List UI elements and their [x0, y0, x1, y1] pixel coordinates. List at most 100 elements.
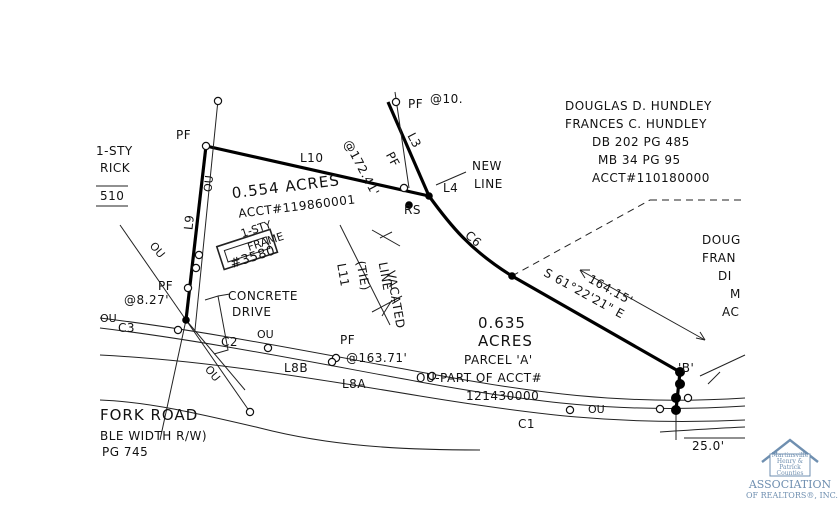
dist-172: @172.41' — [341, 137, 382, 198]
right-partial-3: DI — [718, 269, 732, 283]
open-survey-point — [427, 371, 437, 381]
pf-label-5: PF — [340, 333, 355, 347]
logo-line-6: OF REALTORS®, INC. — [746, 491, 838, 500]
dist-8: @8.27' — [124, 293, 169, 307]
concrete-drive-outline — [204, 293, 231, 355]
open-survey-point — [327, 357, 337, 367]
left-house-number: 510 — [100, 189, 124, 203]
parcel-right-name: PARCEL 'A' — [464, 353, 533, 367]
open-survey-point — [683, 393, 693, 403]
dimension-arrow — [579, 269, 706, 341]
drive-label: CONCRETE DRIVE — [228, 289, 298, 319]
label-rs: RS — [404, 203, 421, 217]
road-pg: PG 745 — [102, 445, 148, 459]
label-l8a: L8A — [342, 377, 366, 391]
iron-pin-point — [425, 192, 433, 200]
label-b: 'B' — [678, 361, 694, 375]
parcel-left-label: 0.554 ACRES ACCT#119860001 — [231, 171, 356, 220]
right-partial-4: M — [730, 287, 741, 301]
vacated-line — [339, 224, 403, 326]
open-survey-point — [173, 325, 183, 335]
label-l8b: L8B — [284, 361, 308, 375]
bearing-label: 164.15' S 61°22'21" E — [541, 266, 635, 322]
owner-line-4: MB 34 PG 95 — [598, 153, 681, 167]
open-survey-point — [655, 404, 665, 414]
label-vacated-1: LINE — [376, 261, 395, 292]
open-survey-point — [191, 263, 201, 273]
open-survey-point — [213, 96, 223, 106]
drive-line-1: CONCRETE — [228, 289, 298, 303]
label-c6: C6 — [462, 228, 484, 250]
road-name: FORK ROAD — [100, 406, 198, 424]
label-tie: (TIE) — [353, 260, 372, 292]
owner-line-3: DB 202 PG 485 — [592, 135, 690, 149]
road-width: BLE WIDTH R/W) — [100, 429, 207, 443]
parcel-right-acct: 121430000 — [466, 389, 539, 403]
open-survey-point — [263, 343, 273, 353]
dist-top: @10. — [430, 92, 463, 106]
label-l3: L3 — [404, 130, 424, 150]
pf-label-3: PF — [383, 149, 402, 169]
new-line-leader — [435, 171, 467, 186]
right-partial-5: AC — [722, 305, 739, 319]
open-survey-point — [565, 405, 575, 415]
ou-label-6: OU — [202, 363, 223, 384]
logo-line-5: ASSOCIATION — [748, 478, 832, 491]
left-house-stories: 1-STY — [96, 144, 133, 158]
open-survey-point — [183, 283, 193, 293]
owner-line-5: ACCT#110180000 — [592, 171, 710, 185]
open-survey-point — [201, 141, 211, 151]
road-label: FORK ROAD BLE WIDTH R/W) PG 745 — [100, 406, 207, 459]
parcel-boundary — [184, 101, 682, 411]
ou-label-5: OU — [588, 403, 605, 416]
realtors-association-logo: Martinsville Henry & Patrick Counties AS… — [746, 438, 838, 500]
logo-line-4: Counties — [777, 470, 804, 477]
logo-line-3: Patrick — [779, 464, 801, 471]
ou-label-1: OU — [201, 175, 216, 193]
open-survey-point — [391, 97, 401, 107]
iron-pin-point — [182, 316, 190, 324]
open-survey-point — [194, 250, 204, 260]
ou-label-4: OU — [100, 312, 117, 325]
pf-label-1: PF — [176, 128, 191, 142]
label-vacated-2: VACATED — [384, 269, 408, 329]
label-l9: L9 — [181, 214, 197, 231]
house-outline — [215, 228, 279, 271]
iron-pin-point — [405, 201, 413, 209]
logo-line-1: Martinsville — [772, 452, 809, 459]
label-l4: L4 — [443, 181, 458, 195]
drive-line-2: DRIVE — [232, 305, 271, 319]
iron-pin-point — [675, 367, 685, 377]
left-house-type: RICK — [100, 161, 131, 175]
dist-25: 25.0' — [692, 439, 725, 453]
logo-line-2: Henry & — [777, 458, 804, 465]
pf-label-2: PF — [408, 97, 423, 111]
right-neighbor-block: DOUG FRAN DI M AC — [702, 233, 741, 319]
parcel-right-acres-unit: ACRES — [478, 332, 533, 350]
iron-pin-point — [671, 405, 681, 415]
ou-label-3: OU — [257, 328, 274, 341]
label-c2: C2 — [221, 335, 238, 349]
label-l10: L10 — [300, 151, 323, 165]
iron-pin-point — [508, 272, 516, 280]
thin-boundaries — [119, 91, 746, 441]
label-new-line: LINE — [474, 177, 503, 191]
left-house-label: 1-STY RICK 510 — [96, 144, 133, 207]
dist-163: @163.71' — [346, 351, 407, 365]
right-partial-2: FRAN — [702, 251, 736, 265]
open-survey-point — [245, 407, 255, 417]
ou-label-2: OU — [147, 240, 168, 261]
right-partial-1: DOUG — [702, 233, 741, 247]
label-c1: C1 — [518, 417, 535, 431]
pf-label-4: PF — [158, 279, 173, 293]
open-survey-point — [399, 183, 409, 193]
parcel-right-acres-value: 0.635 — [478, 314, 526, 332]
label-c3: C3 — [118, 321, 135, 335]
owner-line-1: DOUGLAS D. HUNDLEY — [565, 99, 712, 113]
iron-pin-point — [671, 393, 681, 403]
survey-markers — [173, 96, 693, 417]
parcel-right-label: 0.635 ACRES PARCEL 'A' OU-PART OF ACCT# … — [416, 314, 542, 403]
label-new: NEW — [472, 159, 502, 173]
label-l11: L11 — [334, 262, 352, 288]
